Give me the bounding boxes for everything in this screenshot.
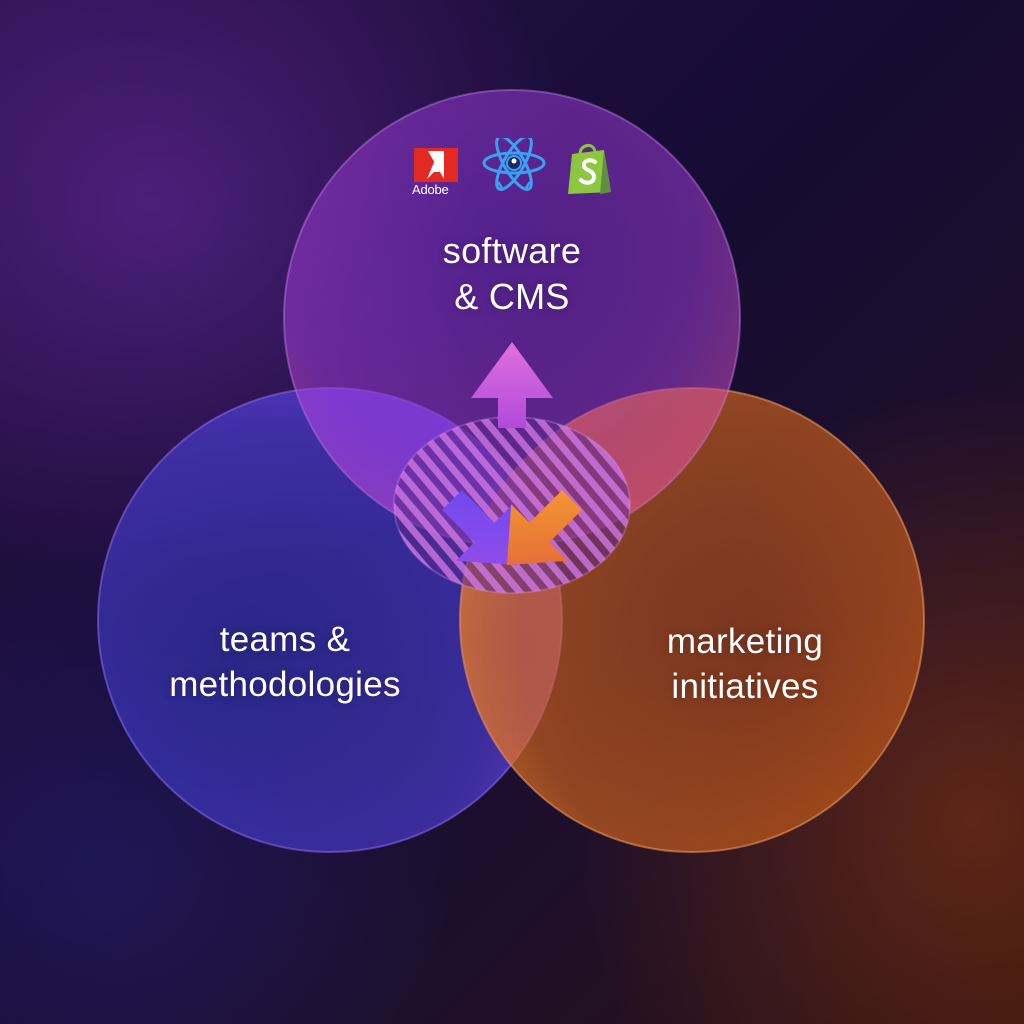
marketing-initiatives-label: marketing initiatives [620,620,870,710]
adobe-wordmark: Adobe [412,182,449,197]
teams-methodologies-label-line-1: teams & [219,620,351,659]
marketing-initiatives-label-line-1: marketing [666,622,824,661]
adobe-mark-icon [414,148,458,182]
atom-logo-icon [478,135,550,192]
software-cms-label: software & CMS [412,228,612,320]
arrow-down-right [506,490,582,566]
software-cms-label-line-2: & CMS [454,276,570,318]
adobe-logo-icon: Adobe [412,148,460,200]
shopify-logo-icon [564,140,614,196]
arrow-up [471,342,553,428]
software-cms-label-line-1: software [442,230,582,271]
arrow-down-left [442,490,518,566]
marketing-initiatives-label-line-2: initiatives [671,666,819,706]
teams-methodologies-label-line-2: methodologies [169,664,401,704]
teams-methodologies-label: teams & methodologies [130,618,440,708]
